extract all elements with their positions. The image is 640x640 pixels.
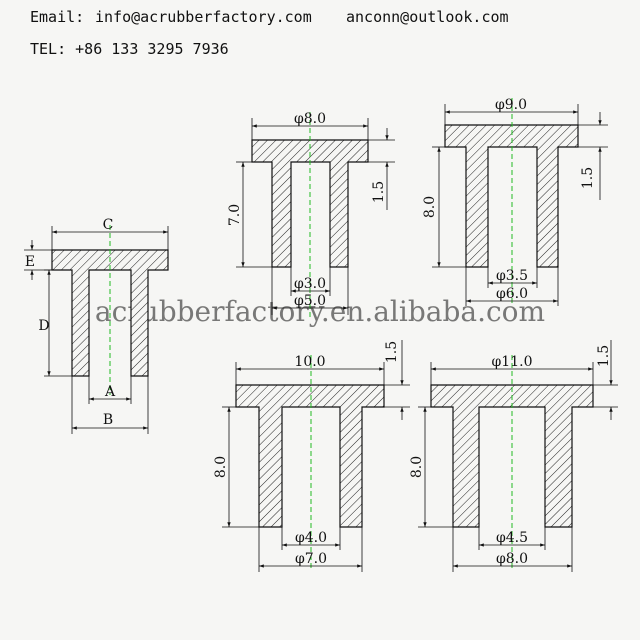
label-a: A — [104, 384, 116, 400]
part-1-inner-dim: φ3.0 — [294, 276, 326, 292]
part-4-flange-dim: φ11.0 — [492, 354, 533, 370]
part-1-drawing: φ8.0 1.5 7.0 φ3.0 φ5.0 — [227, 111, 395, 318]
part-3-outer-dim: φ7.0 — [295, 551, 327, 567]
part-1-thickness-dim: 1.5 — [371, 181, 387, 203]
part-3-drawing: 10.0 1.5 8.0 φ4.0 φ7.0 — [213, 340, 410, 572]
part-2-inner-dim: φ3.5 — [496, 268, 528, 284]
part-3-height-dim: 8.0 — [213, 456, 229, 478]
part-3-section — [235, 384, 385, 528]
label-b: B — [103, 412, 113, 428]
part-3-flange-dim: 10.0 — [294, 354, 325, 370]
part-2-height-dim: 8.0 — [422, 196, 438, 218]
part-3-inner-dim: φ4.0 — [295, 530, 327, 546]
part-2-outer-dim: φ6.0 — [496, 286, 528, 302]
part-1-height-dim: 7.0 — [227, 204, 243, 226]
part-4-inner-dim: φ4.5 — [496, 530, 528, 546]
part-1-flange-dim: φ8.0 — [294, 111, 326, 127]
part-4-drawing: φ11.0 1.5 8.0 φ4.5 φ8.0 — [409, 340, 618, 572]
label-e: E — [25, 254, 35, 270]
reference-bushing-section — [51, 249, 169, 377]
part-4-height-dim: 8.0 — [409, 456, 425, 478]
label-c: C — [103, 217, 114, 233]
part-1-outer-dim: φ5.0 — [294, 293, 326, 309]
email-label: Email: — [30, 8, 85, 26]
part-2-drawing: φ9.0 1.5 8.0 φ3.5 φ6.0 — [422, 97, 608, 306]
part-3-thickness-dim: 1.5 — [384, 341, 400, 363]
reference-diagram: C E D A B — [24, 217, 169, 434]
part-4-thickness-dim: 1.5 — [596, 345, 612, 367]
telephone: TEL: +86 133 3295 7936 — [30, 40, 229, 58]
email-secondary[interactable]: anconn@outlook.com — [346, 8, 509, 26]
part-4-outer-dim: φ8.0 — [496, 551, 528, 567]
part-2-thickness-dim: 1.5 — [580, 167, 596, 189]
label-d: D — [38, 318, 49, 334]
part-2-flange-dim: φ9.0 — [495, 97, 527, 113]
email-primary[interactable]: info@acrubberfactory.com — [95, 8, 312, 26]
